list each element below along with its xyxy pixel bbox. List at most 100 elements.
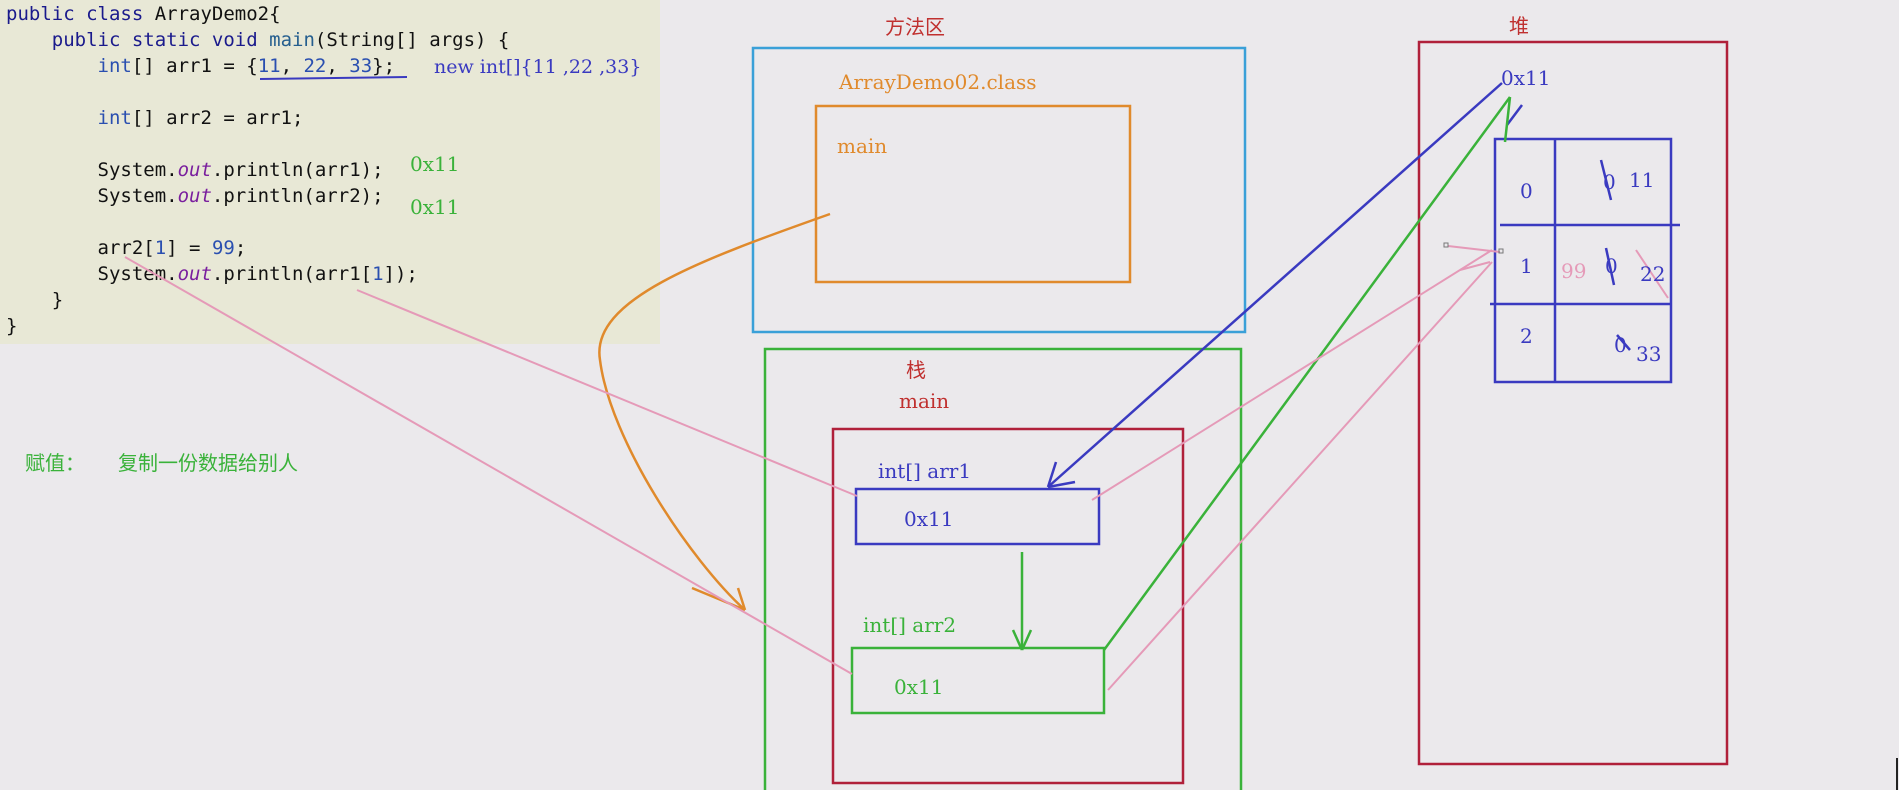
heap-address: 0x11: [1501, 66, 1551, 90]
method-area-main: main: [837, 134, 888, 158]
arr1-var-box: [854, 487, 1101, 546]
code-line-print1: System.out.println(arr1);: [6, 157, 384, 183]
heap-title: 堆: [1509, 14, 1529, 38]
code-line-print2: System.out.println(arr2);: [6, 183, 384, 209]
code-text: System.: [97, 263, 178, 285]
assignment-description: 复制一份数据给别人: [118, 451, 298, 475]
new-array-note: new int[]{11 ,22 ,33}: [434, 56, 642, 78]
main-method-box: [814, 104, 1132, 284]
code-number: 11: [257, 55, 281, 77]
array-value-1: 22: [1640, 262, 1666, 286]
green-line-arr2-to-heap: [1102, 96, 1512, 651]
orange-arrowhead-2: [736, 587, 747, 611]
code-type: int: [97, 55, 132, 77]
strike-cell2: [1616, 334, 1631, 351]
method-to-stack-arrow: [598, 212, 831, 611]
arr1-var-value: 0x11: [904, 507, 954, 531]
pink-line-arr2-to-cell1: [1107, 261, 1493, 691]
arr2-var-box: [850, 646, 1106, 715]
code-text: ,: [280, 55, 304, 77]
code-number: 1: [372, 263, 384, 285]
code-line-arr2: int[] arr2 = arr1;: [6, 105, 304, 131]
array-old-value-0: 0: [1603, 170, 1616, 194]
strike-cell0: [1599, 159, 1613, 201]
code-text: ]);: [383, 263, 418, 285]
code-keyword: public static void: [51, 29, 258, 51]
class-file-name: ArrayDemo02.class: [839, 70, 1037, 94]
array-value-2: 33: [1636, 342, 1662, 366]
method-area-box: [751, 46, 1247, 334]
code-method-name: main: [269, 29, 315, 51]
strike-cell1: [1604, 247, 1616, 286]
code-line-class: public class ArrayDemo2{: [6, 1, 281, 27]
print1-result: 0x11: [410, 152, 460, 176]
code-text: .println(arr2);: [211, 185, 384, 207]
assignment-label: 赋值：: [25, 451, 85, 475]
stack-box: [763, 347, 1243, 790]
stack-title: 栈: [906, 358, 926, 382]
code-text: ;: [234, 237, 247, 259]
code-text: .println(arr1[: [211, 263, 373, 285]
code-field: out: [177, 185, 212, 207]
pink-line-cell1-marker: [1447, 245, 1501, 253]
code-field: out: [177, 159, 212, 181]
code-text: };: [372, 55, 396, 77]
arr1-var-label: int[] arr1: [878, 459, 972, 483]
code-type: int: [97, 107, 132, 129]
code-number: 99: [211, 237, 235, 259]
code-panel: public class ArrayDemo2{ public static v…: [0, 0, 660, 344]
code-line-close-method: }: [6, 289, 64, 311]
code-line-print3: System.out.println(arr1[1]);: [6, 261, 418, 287]
code-number: 33: [349, 55, 373, 77]
pink-line-assign-to-arr2: [124, 256, 853, 675]
code-text: ArrayDemo2{: [143, 3, 281, 25]
code-text: [] arr2 = arr1;: [131, 107, 304, 129]
code-number: 1: [154, 237, 167, 259]
green-arrowhead-1: [1011, 629, 1024, 651]
code-keyword: public class: [6, 3, 144, 25]
pink-marker-square: [1443, 242, 1449, 248]
code-text: System.: [97, 185, 178, 207]
code-text: .println(arr1);: [211, 159, 384, 181]
code-number: 22: [303, 55, 327, 77]
green-arrowhead-2: [1020, 629, 1033, 651]
heap-box: [1417, 40, 1729, 766]
arr2-var-label: int[] arr2: [863, 613, 957, 637]
array-old-value-2: 0: [1614, 333, 1627, 357]
array-old-value-1: 0: [1605, 254, 1618, 278]
code-text: [] arr1 =: [131, 55, 247, 77]
blue-arrowhead-2: [1047, 480, 1076, 489]
print2-result: 0x11: [410, 195, 460, 219]
orange-arrowhead-1: [691, 586, 746, 612]
array-value-0: 11: [1629, 168, 1655, 192]
blue-tick-near-address: [1506, 104, 1523, 126]
array-index-2: 2: [1520, 324, 1533, 348]
stack-frame-main-label: main: [899, 389, 950, 413]
code-line-assign: arr2[1] = 99;: [6, 235, 247, 261]
array-index-0: 0: [1520, 179, 1533, 203]
pink-line-print-to-arr1: [356, 289, 858, 497]
code-text: (String[] args) {: [314, 29, 510, 51]
pink-marker-square: [1498, 248, 1504, 254]
method-area-title: 方法区: [885, 15, 945, 39]
code-text: ] =: [166, 237, 212, 259]
array-object-box: [1493, 137, 1673, 384]
code-line-main: public static void main(String[] args) {: [6, 27, 510, 53]
pink-line-cell1-tick: [1459, 261, 1491, 271]
blue-arrow-heap-to-arr1: [1047, 82, 1503, 488]
blue-arrowhead-1: [1046, 461, 1058, 488]
green-line-return: [1503, 96, 1512, 143]
code-line-arr1: int[] arr1 = {11, 22, 33};: [6, 53, 396, 79]
code-text: System.: [97, 159, 178, 181]
pink-line-arr1-to-cell1: [1091, 249, 1493, 501]
code-text: ,: [326, 55, 350, 77]
code-text: arr2[: [97, 237, 155, 259]
code-field: out: [177, 263, 212, 285]
array-literal-underline: [259, 76, 408, 80]
strike-cell1-22: [1635, 249, 1669, 299]
array-new-value-1: 99: [1561, 259, 1587, 283]
array-index-1: 1: [1520, 254, 1533, 278]
arr2-var-value: 0x11: [894, 675, 944, 699]
code-line-close-class: }: [6, 315, 18, 337]
